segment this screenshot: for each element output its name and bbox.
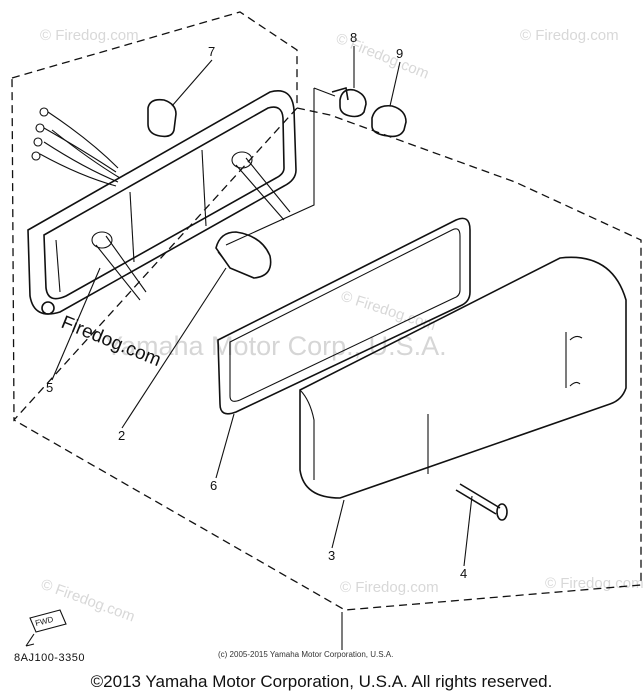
assembly-boundary-lower bbox=[13, 107, 642, 611]
part-number-2: 2 bbox=[118, 428, 125, 443]
watermark-firedog: © Firedog.com bbox=[545, 575, 643, 592]
assembly-boundary-upper bbox=[11, 11, 298, 422]
watermark-firedog: © Firedog.com bbox=[40, 27, 139, 44]
fine-print-copyright: (c) 2005-2015 Yamaha Motor Corporation, … bbox=[218, 650, 394, 659]
lens bbox=[299, 256, 627, 499]
screw bbox=[455, 483, 508, 521]
part-number-7: 7 bbox=[208, 44, 215, 59]
diagram-code: 8AJ100-3350 bbox=[14, 652, 85, 664]
bracket-line bbox=[313, 87, 336, 97]
part-number-labels: 7 8 9 5 2 6 3 4 bbox=[46, 30, 467, 581]
watermark-firedog: © Firedog.com bbox=[340, 579, 439, 596]
part-number-5: 5 bbox=[46, 380, 53, 395]
watermark-firedog: © Firedog.com bbox=[39, 576, 137, 626]
cap-nut bbox=[371, 104, 407, 138]
part-number-3: 3 bbox=[328, 548, 335, 563]
leader-lines bbox=[51, 46, 473, 567]
part-number-9: 9 bbox=[396, 46, 403, 61]
spacer bbox=[331, 86, 367, 118]
lamp-housing bbox=[27, 90, 297, 315]
bulb bbox=[215, 231, 272, 279]
part-number-4: 4 bbox=[460, 566, 467, 581]
part-number-8: 8 bbox=[350, 30, 357, 45]
watermark-firedog: © Firedog.com bbox=[334, 30, 432, 83]
footer-copyright: ©2013 Yamaha Motor Corporation, U.S.A. A… bbox=[90, 672, 553, 691]
watermark-firedog: © Firedog.com bbox=[520, 27, 619, 44]
fwd-label: FWD bbox=[34, 615, 54, 628]
gasket bbox=[217, 217, 471, 415]
bracket-line bbox=[225, 88, 315, 246]
watermark-yamaha: Yamaha Motor Corp., U.S.A. bbox=[105, 331, 447, 361]
grommet bbox=[147, 98, 177, 138]
watermark-layer: © Firedog.com © Firedog.com © Firedog.co… bbox=[39, 27, 643, 625]
part-number-6: 6 bbox=[210, 478, 217, 493]
fwd-indicator: FWD bbox=[25, 609, 67, 647]
